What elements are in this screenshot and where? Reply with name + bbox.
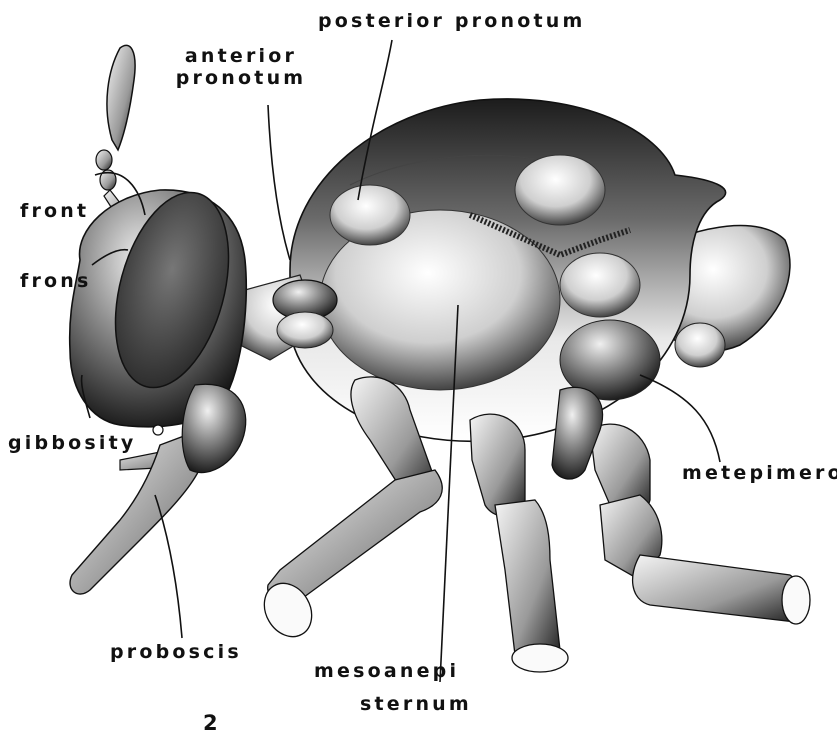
label-frons: frons [20, 270, 92, 292]
label-proboscis: proboscis [110, 641, 242, 663]
label-metepimeron: metepimeron [682, 462, 837, 484]
label-gibbosity: gibbosity [8, 432, 136, 454]
label-mesoanepisternum-line1: mesoanepi [314, 660, 459, 682]
label-front: front [20, 200, 89, 222]
label-anterior-pronotum: anterior pronotum [166, 45, 316, 89]
label-mesoanepisternum-line2: sternum [360, 693, 472, 715]
label-posterior-pronotum: posterior pronotum [318, 10, 585, 32]
figure-number: 2 [203, 712, 218, 734]
label-anterior-pronotum-line1: anterior [166, 45, 316, 67]
label-anterior-pronotum-line2: pronotum [166, 67, 316, 89]
